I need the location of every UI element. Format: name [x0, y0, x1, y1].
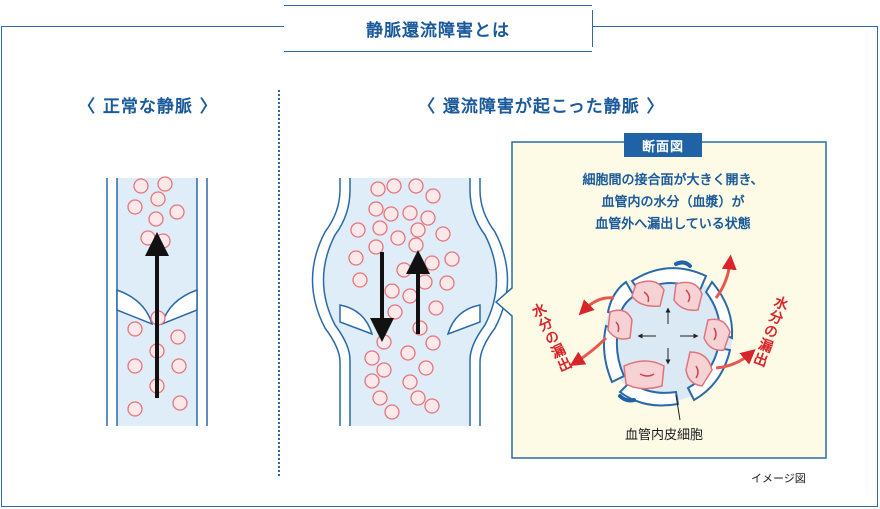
cross-section-badge: 断面図: [624, 133, 702, 157]
center-divider: [278, 90, 280, 476]
cross-section-description: 細胞間の接合面が大きく開き、 血管内の水分（血漿）が 血管外へ漏出している状態: [520, 170, 826, 236]
title-box: 静脈還流障害とは: [284, 5, 592, 52]
cross-section: [603, 260, 734, 421]
leak-arrows: [569, 254, 756, 370]
description-line: 血管外へ漏出している状態: [595, 217, 751, 232]
description-line: 細胞間の接合面が大きく開き、: [582, 173, 764, 188]
description-line: 血管内の水分（血漿）が: [601, 195, 745, 210]
impaired-vein-heading: 〈 還流障害が起こった静脈 〉: [418, 97, 665, 117]
image-note: イメージ図: [751, 472, 806, 485]
endothelial-cell-label: 血管内皮細胞: [625, 428, 704, 443]
normal-vein-heading: 〈 正常な静脈 〉: [78, 97, 218, 117]
page-title: 静脈還流障害とは: [366, 21, 510, 41]
